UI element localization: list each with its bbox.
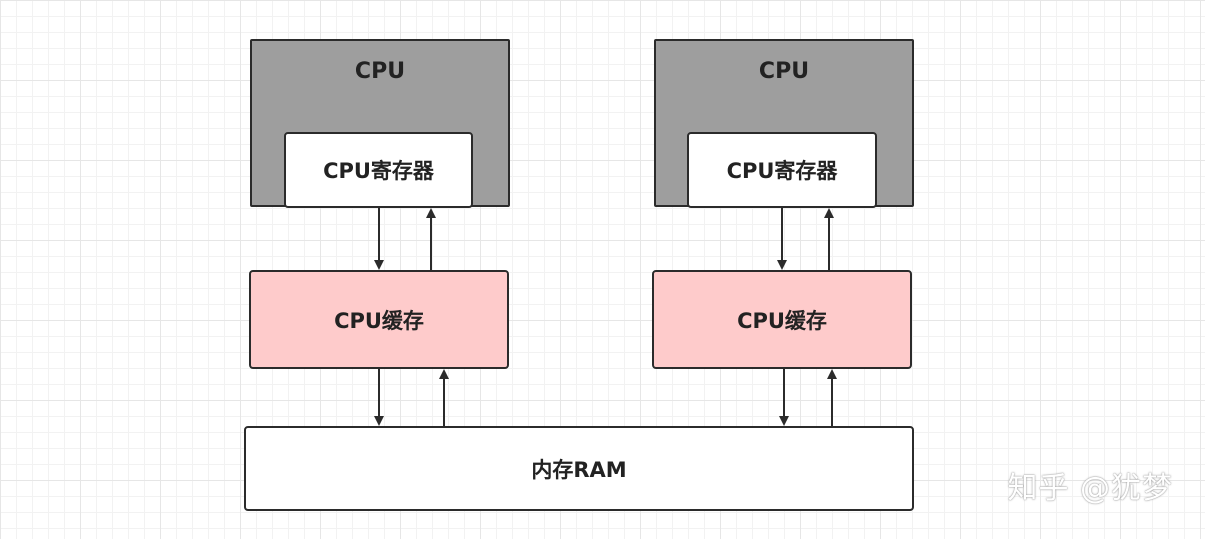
right-cpu-label: CPU bbox=[758, 59, 810, 84]
right-cache-label: CPU缓存 bbox=[737, 308, 827, 333]
left-cache-box: CPU缓存 bbox=[249, 270, 509, 369]
left-register-label: CPU寄存器 bbox=[323, 159, 434, 183]
right-register-label: CPU寄存器 bbox=[726, 159, 838, 183]
watermark-text: 知乎 @犹梦 bbox=[1007, 471, 1173, 506]
ram-label: 内存RAM bbox=[531, 457, 627, 482]
left-cpu-label: CPU bbox=[354, 59, 406, 84]
left-register-box: CPU寄存器 bbox=[284, 132, 473, 208]
left-cache-label: CPU缓存 bbox=[334, 308, 424, 333]
right-register-box: CPU寄存器 bbox=[687, 132, 877, 208]
ram-box: 内存RAM bbox=[244, 426, 914, 511]
right-cache-box: CPU缓存 bbox=[652, 270, 912, 369]
